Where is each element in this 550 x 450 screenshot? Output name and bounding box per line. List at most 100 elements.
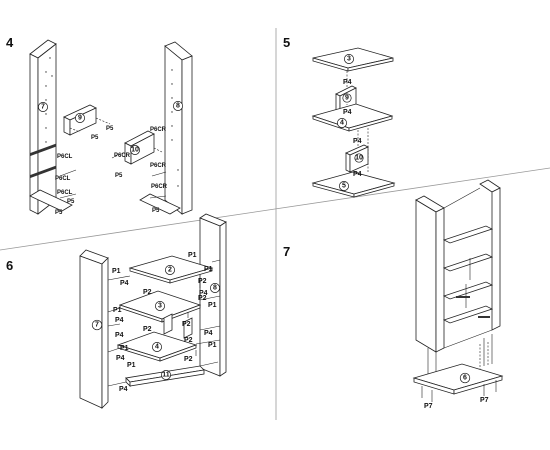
step-7: 7 [283, 179, 504, 410]
part-marker-9: 9 [75, 113, 85, 123]
divider-small [163, 313, 173, 335]
fitting-label: P1 [120, 345, 129, 352]
side-panel-left [29, 39, 57, 215]
part-marker-4: 4 [152, 342, 162, 352]
fitting-label: P4 [204, 330, 213, 337]
fitting-label: P4 [115, 332, 124, 339]
step-number: 5 [283, 35, 290, 50]
fitting-label: P5 [152, 208, 160, 214]
svg-text:6: 6 [463, 375, 467, 382]
edge-band [478, 316, 490, 318]
fitting-label: P4 [120, 280, 129, 287]
interior-shelf [442, 305, 494, 324]
fitting-label: P2 [184, 356, 193, 363]
part-marker-8: 8 [173, 101, 183, 111]
svg-text:5: 5 [342, 183, 346, 190]
base-panel-6 [412, 363, 504, 395]
step-6: 6 [6, 213, 227, 409]
fitting-label: P5 [106, 126, 114, 132]
fitting-label: P4 [199, 290, 208, 297]
diagonal-divider [0, 167, 550, 251]
fitting-label: P5 [115, 173, 123, 179]
fitting-label: P2 [182, 321, 191, 328]
fitting-label: P5 [91, 135, 99, 141]
fitting-label: P1 [204, 266, 213, 273]
shelf-5 [311, 171, 396, 198]
fitting-label: P4 [343, 109, 352, 116]
svg-text:9: 9 [345, 95, 349, 102]
shelf-4 [311, 103, 394, 132]
fitting-label: P2 [143, 326, 152, 333]
fitting-label: P1 [113, 307, 122, 314]
part-marker-3: 3 [155, 301, 165, 311]
fitting-label: P6CL [57, 154, 73, 160]
svg-text:7: 7 [95, 322, 99, 329]
part-marker-11: 11 [161, 370, 171, 380]
fitting-label: P6CR [114, 153, 131, 159]
fitting-label: P4 [343, 79, 352, 86]
small-panel-9 [63, 104, 111, 136]
fitting-label: P1 [188, 252, 197, 259]
fitting-label: P7 [424, 403, 433, 410]
svg-text:10: 10 [131, 147, 139, 154]
step-number: 6 [6, 258, 13, 273]
plinth-rail-right [139, 193, 181, 215]
svg-text:11: 11 [162, 372, 170, 379]
part-marker-7: 7 [38, 102, 48, 112]
divider-small [183, 317, 193, 339]
part-marker-9: 9 [342, 93, 352, 103]
part-marker-5: 5 [339, 181, 349, 191]
fitting-label: P2 [198, 278, 207, 285]
fitting-label: P1 [208, 342, 217, 349]
side-panel-left [79, 249, 109, 409]
part-marker-2: 2 [165, 265, 175, 275]
cabinet-side-left [415, 195, 445, 353]
fitting-label: P4 [353, 171, 362, 178]
fitting-label: P4 [353, 138, 362, 145]
svg-text:4: 4 [340, 120, 344, 127]
svg-text:10: 10 [355, 155, 363, 162]
step-number: 7 [283, 244, 290, 259]
part-marker-4: 4 [337, 118, 347, 128]
fitting-label: P2 [198, 295, 207, 302]
interior-shelf [442, 225, 494, 244]
fitting-label: P5 [67, 199, 75, 205]
fitting-label: P1 [112, 268, 121, 275]
plinth-rail-left [29, 189, 73, 212]
part-marker-10: 10 [354, 153, 364, 163]
fitting-label: P4 [115, 317, 124, 324]
fitting-label: P6CR [150, 127, 167, 133]
svg-text:3: 3 [347, 56, 351, 63]
part-marker-3: 3 [344, 54, 354, 64]
side-panel-right [164, 41, 193, 215]
fitting-label: P1 [208, 302, 217, 309]
svg-text:3: 3 [158, 303, 162, 310]
svg-text:8: 8 [213, 285, 217, 292]
fitting-label: P5 [55, 210, 63, 216]
fitting-label: P4 [116, 355, 125, 362]
fitting-label: P4 [119, 386, 128, 393]
cabinet-side-right [443, 179, 501, 349]
step-5: 5 [283, 35, 396, 198]
small-panel-10 [111, 130, 163, 165]
svg-text:9: 9 [78, 115, 82, 122]
interior-shelf [442, 253, 494, 272]
part-marker-8: 8 [210, 283, 220, 293]
fitting-label: P2 [184, 337, 193, 344]
part-marker-10: 10 [130, 145, 140, 155]
fitting-label: P2 [143, 289, 152, 296]
svg-text:4: 4 [155, 344, 159, 351]
part-marker-7: 7 [91, 319, 103, 331]
fitting-label: P1 [127, 362, 136, 369]
fitting-label: P7 [480, 397, 489, 404]
step-4: 4 [6, 35, 193, 216]
part-marker-6: 6 [459, 372, 471, 384]
fitting-label: P6CR [150, 163, 167, 169]
interior-shelf [442, 281, 494, 300]
svg-text:8: 8 [176, 103, 180, 110]
fitting-label: P6CL [55, 176, 71, 182]
svg-text:2: 2 [168, 267, 172, 274]
fitting-label: P6CR [151, 184, 168, 190]
edge-band [456, 296, 470, 298]
